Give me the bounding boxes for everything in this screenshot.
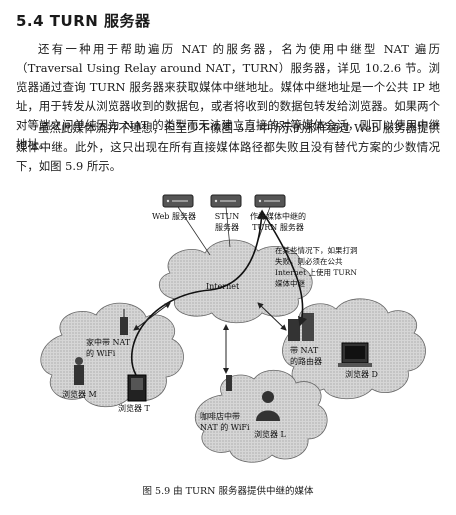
browser-t-icon <box>127 374 147 402</box>
turn-label-line1: 作为媒体中继的 <box>250 212 306 221</box>
home-nat-label: 家中带 NAT 的 WiFi <box>86 337 130 359</box>
internet-cloud <box>158 239 313 324</box>
turn-server-label: 作为媒体中继的 TURN 服务器 <box>243 211 313 233</box>
cafe-nat-line2: NAT 的 WiFi <box>200 423 250 432</box>
section-heading: 5.4 TURN 服务器 <box>16 12 151 30</box>
web-server-label: Web 服务器 <box>152 212 196 221</box>
browser-m-icon <box>74 357 84 385</box>
browser-d-label: 浏览器 D <box>345 370 378 379</box>
nat-router-icon <box>288 313 314 341</box>
home-nat-line2: 的 WiFi <box>86 349 116 358</box>
router-nat-line2: 的路由器 <box>290 357 322 366</box>
stun-server-icon <box>210 194 242 208</box>
home-nat-line1: 家中带 NAT <box>86 338 131 347</box>
stun-label-line2: 服务器 <box>215 223 239 232</box>
browser-l-label: 浏览器 L <box>254 430 286 439</box>
home-wifi-router-icon <box>120 309 128 335</box>
figure-caption: 图 5.9 由 TURN 服务器提供中继的媒体 <box>142 486 314 497</box>
stun-server-label: STUN 服务器 <box>212 211 242 233</box>
browser-d-icon <box>338 342 372 367</box>
turn-server-icon <box>254 194 286 208</box>
browser-t-label: 浏览器 T <box>118 404 150 413</box>
router-nat-label: 带 NAT 的路由器 <box>290 345 322 367</box>
turn-label-line2: TURN 服务器 <box>252 223 304 232</box>
figure-5-9: Web 服务器 STUN 服务器 作为媒体中继的 TURN 服务器 Intern… <box>0 185 456 485</box>
paragraph-1: 还有一种用于帮助遍历 NAT 的服务器，名为使用中继型 NAT 遍历（Trave… <box>16 42 440 151</box>
paragraph-2: 虽然此媒体流并不理想，但至少不像图 5.2 中所示的那样通过 Web 服务器提供… <box>16 121 440 173</box>
stun-label-line1: STUN <box>214 212 240 221</box>
turn-relay-note: 在某些情况下，如果打洞失败，则必须在公共 Internet 上使用 TURN 媒… <box>275 246 358 288</box>
web-server-icon <box>162 194 194 208</box>
router-nat-line1: 带 NAT <box>290 346 319 355</box>
cafe-nat-label: 咖啡店中带 NAT 的 WiFi <box>200 411 250 433</box>
cafe-wifi-router-icon <box>226 375 232 391</box>
internet-label: Internet <box>206 282 240 291</box>
cafe-nat-line1: 咖啡店中带 <box>200 412 240 421</box>
network-diagram <box>40 194 426 463</box>
browser-m-label: 浏览器 M <box>62 390 97 399</box>
browser-l-icon <box>256 391 280 421</box>
